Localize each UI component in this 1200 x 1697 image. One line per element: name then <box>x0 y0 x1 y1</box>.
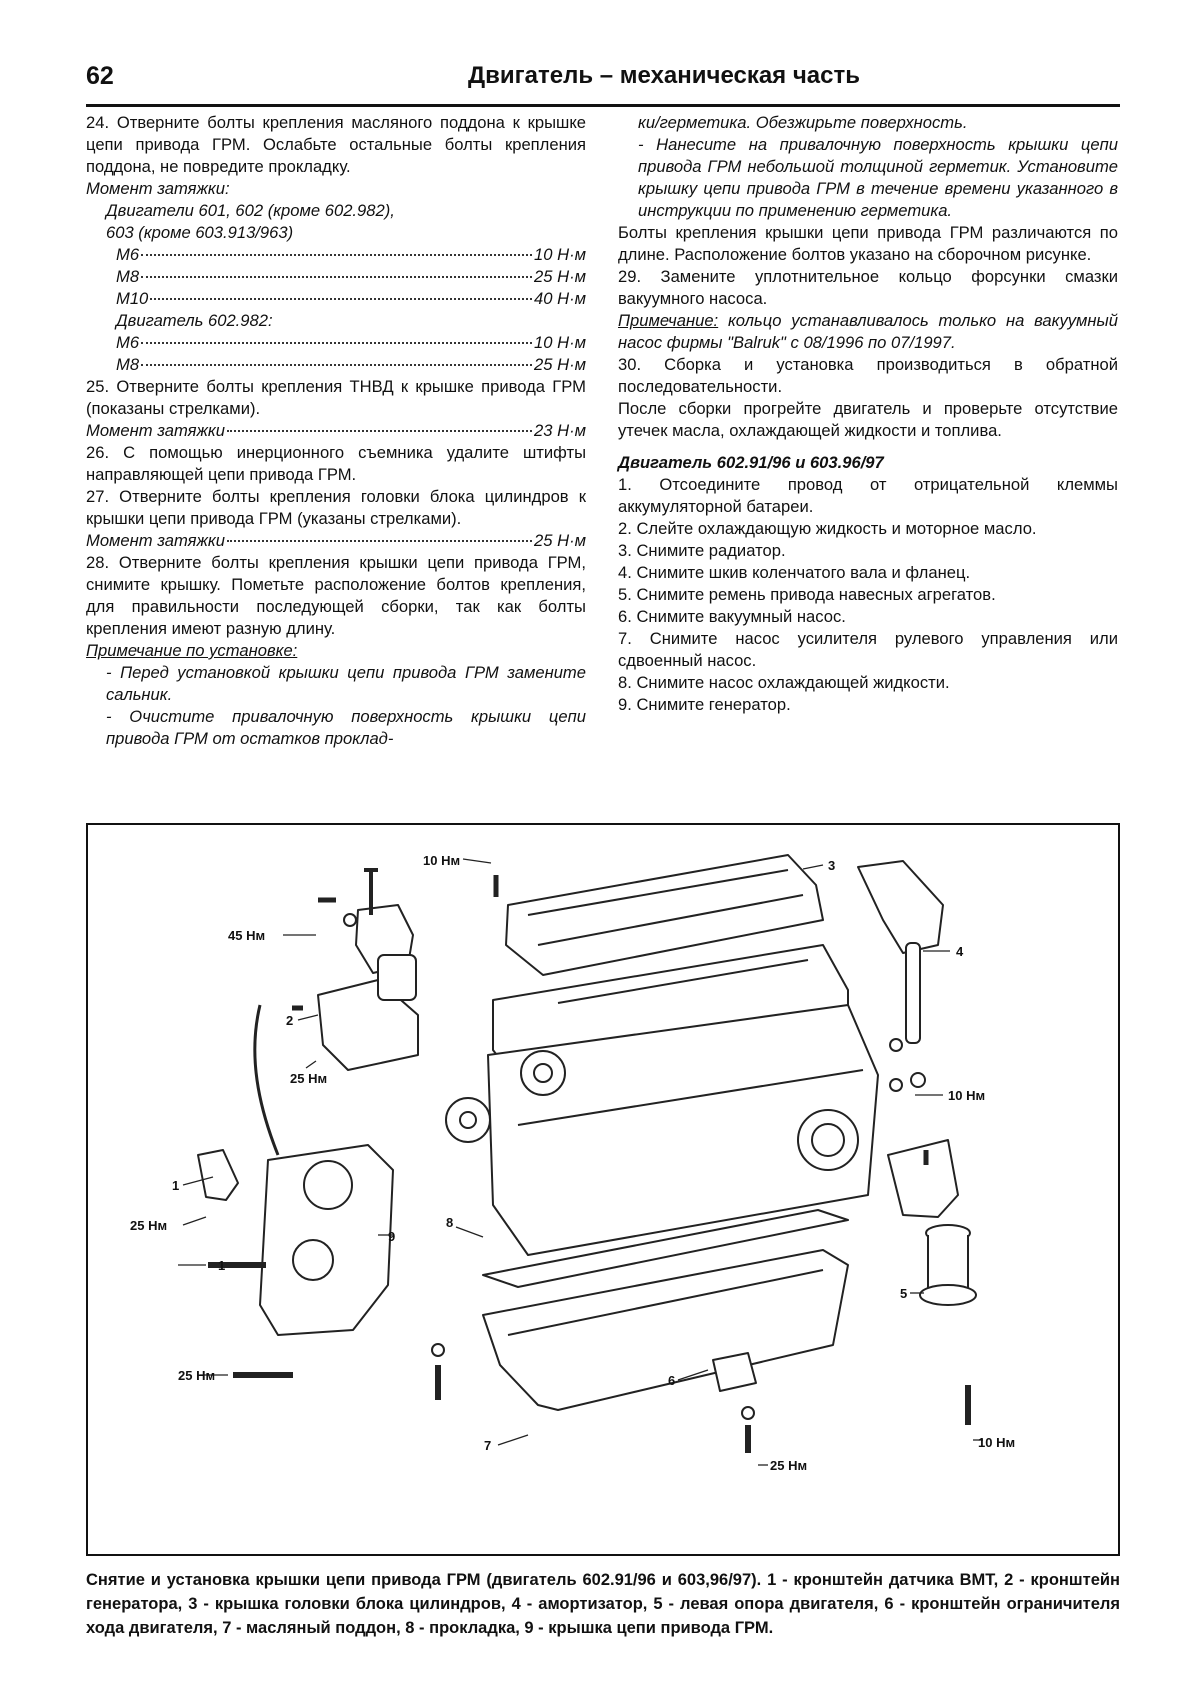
exploded-diagram: 10 Нм 45 Нм 2 25 Нм 3 4 10 Нм 1 25 Нм 1 … <box>86 823 1120 1556</box>
label-8: 8 <box>446 1215 453 1230</box>
install-note-cont-2: - Нанесите на привалочную поверхность кр… <box>638 135 1118 220</box>
stopper-bracket <box>712 1352 757 1392</box>
page-title: Двигатель – механическая часть <box>468 62 860 89</box>
torque-label: Момент затяжки: <box>86 179 230 198</box>
tdc-sensor-bracket <box>197 1149 239 1201</box>
step-9: 9. Снимите генератор. <box>618 695 791 714</box>
step-3: 3. Снимите радиатор. <box>618 541 786 560</box>
label-25nm-c: 25 Нм <box>178 1368 215 1383</box>
label-4: 4 <box>956 944 964 959</box>
label-45nm: 45 Нм <box>228 928 265 943</box>
figure-caption: Снятие и установка крышки цепи привода Г… <box>86 1571 1120 1637</box>
label-1b: 1 <box>218 1258 225 1273</box>
step-24: 24. Отверните болты крепления масляного … <box>86 113 586 176</box>
dipstick <box>253 1004 280 1156</box>
after-assembly: После сборки прогрейте двигатель и прове… <box>618 399 1118 440</box>
step-7: 7. Снимите насос усилителя рулевого упра… <box>618 629 1118 670</box>
engines-a-line1: Двигатели 601, 602 (кроме 602.982), <box>106 201 395 220</box>
engine-block <box>487 1004 879 1256</box>
mount-bracket <box>887 1139 959 1218</box>
step-25: 25. Отверните болты крепления ТНВД к кры… <box>86 377 586 418</box>
note-paragraph: Примечание: кольцо устанавливалось тольк… <box>618 310 1118 354</box>
oil-pan <box>482 1249 849 1411</box>
label-5: 5 <box>900 1286 907 1301</box>
label-9: 9 <box>388 1229 395 1244</box>
step-5: 5. Снимите ремень привода навесных агрег… <box>618 585 996 604</box>
section-heading: Двигатель 602.91/96 и 603.96/97 <box>618 453 884 472</box>
engine-b: Двигатель 602.982: <box>116 311 273 330</box>
label-25nm-a: 25 Нм <box>290 1071 327 1086</box>
label-25nm-b: 25 Нм <box>130 1218 167 1233</box>
label-2: 2 <box>286 1013 293 1028</box>
step-26: 26. С помощью инерционного съемника удал… <box>86 443 586 484</box>
label-10nm-top: 10 Нм <box>423 853 460 868</box>
label-3: 3 <box>828 858 835 873</box>
shock-absorber <box>905 942 921 1044</box>
shock-bracket <box>857 860 944 954</box>
step-29: 29. Замените уплотнительное кольцо форсу… <box>618 267 1118 308</box>
page-number: 62 <box>86 62 114 90</box>
left-column: 24. Отверните болты крепления масляного … <box>86 112 586 750</box>
gasket <box>482 1209 849 1288</box>
step-2: 2. Слейте охлаждающую жидкость и моторно… <box>618 519 1037 538</box>
step-28: 28. Отверните болты крепления крышки цеп… <box>86 553 586 638</box>
note-label: Примечание: <box>618 311 719 330</box>
label-6: 6 <box>668 1373 675 1388</box>
note-text: кольцо устанавливалось только на вакуумн… <box>618 311 1118 352</box>
install-note-2: - Очистите привалочную поверхность крышк… <box>106 707 586 748</box>
engine-illustration: 10 Нм 45 Нм 2 25 Нм 3 4 10 Нм 1 25 Нм 1 … <box>130 853 1015 1473</box>
engines-a-line2: 603 (кроме 603.913/963) <box>106 223 294 242</box>
label-7: 7 <box>484 1438 491 1453</box>
label-10nm-right: 10 Нм <box>948 1088 985 1103</box>
install-note-1: - Перед установкой крышки цепи привода Г… <box>106 663 586 704</box>
install-note-title: Примечание по установке: <box>86 641 298 660</box>
valve-cover <box>505 854 824 976</box>
timing-cover <box>259 1144 394 1336</box>
page-header: 62 Двигатель – механическая часть <box>86 62 1120 107</box>
label-10nm-bottom: 10 Нм <box>978 1435 1015 1450</box>
step-1: 1. Отсоедините провод от отрицательной к… <box>618 475 1118 516</box>
bolts-text: Болты крепления крышки цепи привода ГРМ … <box>618 223 1118 264</box>
step-27: 27. Отверните болты крепления головки бл… <box>86 487 586 528</box>
step-30: 30. Сборка и установка производиться в о… <box>618 355 1118 396</box>
step-8: 8. Снимите насос охлаждающей жидкости. <box>618 673 950 692</box>
label-25nm-d: 25 Нм <box>770 1458 807 1473</box>
right-column: ки/герметика. Обезжирьте поверхность. - … <box>618 112 1118 716</box>
step-4: 4. Снимите шкив коленчатого вала и флане… <box>618 563 971 582</box>
install-note-cont-1: ки/герметика. Обезжирьте поверхность. <box>638 113 968 132</box>
label-1a: 1 <box>172 1178 179 1193</box>
step-6: 6. Снимите вакуумный насос. <box>618 607 846 626</box>
